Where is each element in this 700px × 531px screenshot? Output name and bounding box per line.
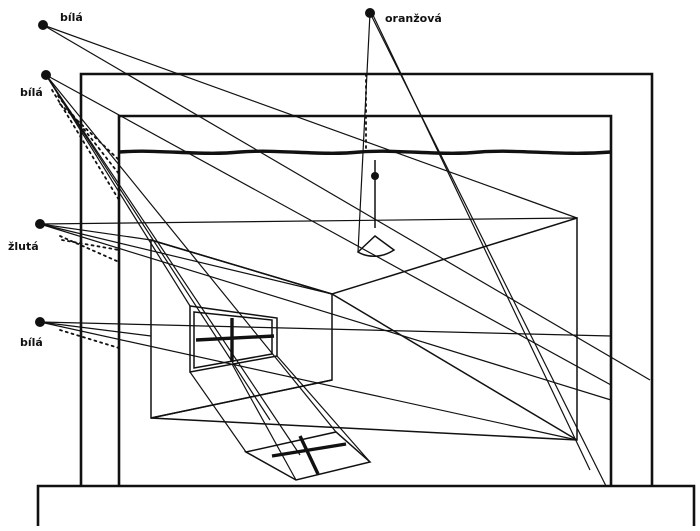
room-walls	[150, 216, 578, 441]
light-white-lower-left	[35, 317, 45, 327]
rays-orange	[357, 12, 607, 487]
label-yellow: žlutá	[8, 240, 39, 253]
light-yellow	[35, 219, 45, 229]
label-orange: oranžová	[385, 12, 442, 25]
label-white-top: bílá	[60, 11, 83, 24]
label-white-lower-left: bílá	[20, 336, 43, 349]
curtain-border	[118, 149, 612, 155]
label-white-upper-left: bílá	[20, 86, 43, 99]
rays-white-top	[42, 24, 651, 381]
floor-light-patch	[189, 355, 372, 481]
light-white-upper-left	[41, 70, 51, 80]
light-white-top	[38, 20, 48, 30]
stage-base	[36, 484, 696, 526]
light-orange	[365, 8, 375, 18]
pendant-lamp	[356, 160, 396, 257]
rays-white-lower-left	[39, 321, 612, 441]
rays-yellow	[39, 217, 612, 401]
rays-white-upper-left	[45, 74, 612, 456]
